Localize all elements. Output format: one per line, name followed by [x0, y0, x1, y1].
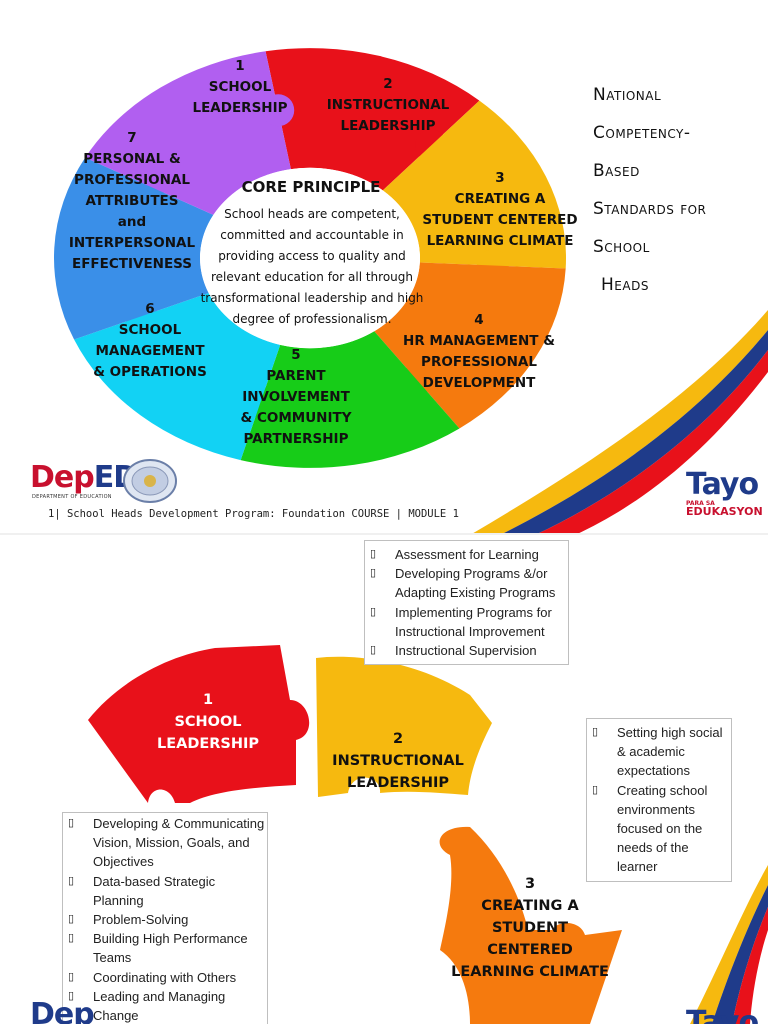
competency-ring: [54, 48, 566, 468]
ring-segment: [54, 157, 214, 340]
ring-segment: [85, 51, 291, 215]
deped-logo: DepED: [30, 460, 138, 495]
standards-title: National Competency- Based Standards for…: [593, 80, 763, 308]
tayo-logo-partial: Tayo: [686, 1005, 759, 1024]
core-principle-title: CORE PRINCIPLE: [241, 178, 381, 196]
ring-segment: [374, 262, 566, 429]
tayo-logo-para-sa: PARA SA: [686, 500, 715, 507]
deped-logo-dep: Dep: [30, 460, 95, 495]
list-item: Creating school environments focused on …: [587, 781, 731, 877]
piece-label-3: 3 CREATING A STUDENT CENTERED LEARNING C…: [451, 876, 609, 980]
standards-title-line: Heads: [601, 275, 649, 295]
list-item: Instructional Supervision: [365, 641, 568, 660]
puzzle-piece: [316, 656, 492, 797]
standards-title-line: Based: [593, 161, 640, 181]
list-item: Setting high social & academic expectati…: [587, 723, 731, 781]
tayo-logo-edukasyon: EDUKASYON: [686, 505, 763, 518]
page-footer: 1| School Heads Development Program: Fou…: [48, 508, 459, 520]
ring-segment: [265, 48, 480, 191]
school-leadership-box: Developing & Communicating Vision, Missi…: [62, 812, 268, 1024]
learning-climate-box: Setting high social & academic expectati…: [586, 718, 732, 882]
ring-segment: [382, 100, 566, 269]
core-principle-text: School heads are competent, committed an…: [200, 207, 424, 326]
ring-segment: [240, 331, 460, 468]
list-item: Assessment for Learning: [365, 545, 568, 564]
page-2: 1 SCHOOL LEADERSHIP 2 INSTRUCTIONAL LEAD…: [0, 535, 768, 1024]
puzzle-piece: [439, 826, 622, 1024]
ring-center: [200, 167, 420, 349]
tayo-logo: Tayo PARA SA EDUKASYON: [686, 467, 763, 518]
competency-pieces: [88, 645, 622, 1024]
list-item: Coordinating with Others: [63, 968, 267, 987]
piece-label-1: 1 SCHOOL LEADERSHIP: [156, 692, 260, 752]
list-item: Developing Programs &/or Adapting Existi…: [365, 564, 568, 602]
piece-label-2: 2 INSTRUCTIONAL LEADERSHIP: [332, 731, 464, 791]
tayo-logo-text: Tayo: [686, 467, 759, 502]
standards-title-line: Standards for: [593, 199, 707, 219]
deped-logo-partial: Dep: [30, 997, 95, 1024]
standards-title-line: School: [593, 237, 650, 257]
instructional-leadership-box: Assessment for Learning Developing Progr…: [364, 540, 569, 666]
puzzle-piece: [88, 645, 310, 803]
list-item: Building High Performance Teams: [63, 929, 267, 967]
standards-title-line: Competency-: [593, 123, 691, 143]
ring-segment: [74, 293, 281, 461]
list-item: Data-based Strategic Planning: [63, 872, 267, 910]
list-item: Leading and Managing Change: [63, 987, 267, 1024]
program-seal-icon: [123, 459, 177, 503]
ribbon-decoration: [690, 865, 768, 1024]
list-item: Problem-Solving: [63, 910, 267, 929]
page-separator: [0, 533, 768, 535]
ring-knob: [262, 94, 295, 127]
page-1: CORE PRINCIPLE School heads are competen…: [30, 48, 768, 535]
deped-subtitle: DEPARTMENT OF EDUCATION: [32, 494, 112, 500]
standards-title-line: National: [593, 85, 662, 105]
list-item: Developing & Communicating Vision, Missi…: [63, 814, 267, 872]
list-item: Implementing Programs for Instructional …: [365, 603, 568, 641]
